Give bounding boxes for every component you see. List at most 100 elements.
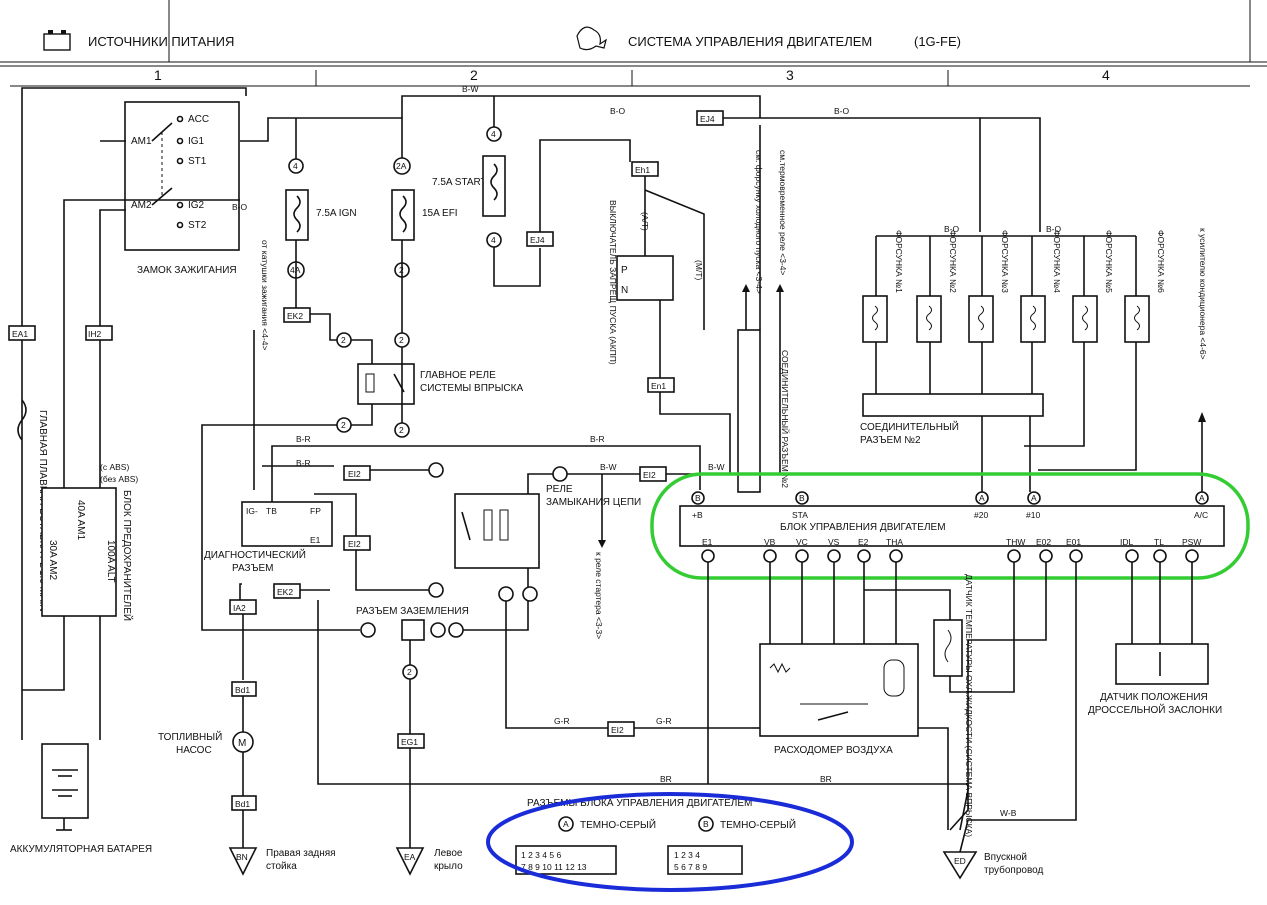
air-flow-meter-label: РАСХОДОМЕР ВОЗДУХА (774, 745, 893, 756)
ign-acc: ACC (188, 114, 209, 125)
injector-2: ФОРСУНКА №2 (948, 230, 958, 293)
svg-text:BR: BR (820, 774, 832, 784)
diag-fp: FP (310, 506, 321, 516)
diag-label-2: РАЗЪЕМ (232, 563, 274, 574)
ground-ea-label-1: Левое (434, 848, 463, 859)
svg-text:B-W: B-W (462, 84, 479, 94)
circuit-relay (454, 493, 540, 569)
svg-text:G-R: G-R (554, 716, 570, 726)
svg-text:EK2: EK2 (287, 311, 303, 321)
engine-map-icon (576, 26, 607, 51)
svg-text:EK2: EK2 (277, 587, 293, 597)
svg-text:BN: BN (236, 852, 248, 862)
throttle-label-1: ДАТЧИК ПОЛОЖЕНИЯ (1100, 692, 1208, 703)
svg-text:W-B: W-B (1000, 808, 1017, 818)
svg-text:EI2: EI2 (611, 725, 624, 735)
svg-text:E01: E01 (1066, 537, 1081, 547)
to-ac-amplifier: к усилителю кондиционера <4-6> (1198, 228, 1208, 360)
svg-text:Bd1: Bd1 (235, 799, 250, 809)
ground-ed-label-1: Впускной (984, 852, 1027, 863)
battery (41, 743, 89, 819)
svg-text:B: B (703, 819, 709, 829)
ecu-connectors-title: РАЗЪЕМЫ БЛОКА УПРАВЛЕНИЯ ДВИГАТЕЛЕМ (527, 798, 752, 809)
column-2: 2 (470, 67, 478, 83)
main-relay-label-1: ГЛАВНОЕ РЕЛЕ (420, 370, 496, 381)
ground-bn-label-1: Правая задняя (266, 848, 336, 859)
svg-text:(M/T): (M/T) (694, 260, 704, 280)
see-thermo-relay: см.термовременное реле <3-4> (778, 150, 788, 275)
svg-text:G-R: G-R (656, 716, 672, 726)
to-starter-relay: к реле стартера <3-3> (594, 552, 604, 639)
diag-tb: TB (266, 506, 277, 516)
svg-text:VC: VC (796, 537, 808, 547)
ignition-switch-label: ЗАМОК ЗАЖИГАНИЯ (137, 265, 237, 276)
svg-text:STA: STA (792, 510, 808, 520)
svg-text:2: 2 (399, 335, 404, 345)
ecu-label: БЛОК УПРАВЛЕНИЯ ДВИГАТЕЛЕМ (780, 522, 946, 533)
svg-text:B: B (695, 493, 701, 503)
svg-text:N: N (621, 285, 628, 296)
svg-text:E1: E1 (702, 537, 713, 547)
svg-text:5 6 7 8 9: 5 6 7 8 9 (674, 862, 707, 872)
svg-text:2: 2 (399, 425, 404, 435)
throttle-label-2: ДРОССЕЛЬНОЙ ЗАСЛОНКИ (1088, 703, 1222, 716)
svg-text:E02: E02 (1036, 537, 1051, 547)
abs-note-2: (без ABS) (100, 474, 138, 484)
fuse-block (41, 487, 117, 617)
ground-ea-label-2: крыло (434, 861, 463, 872)
header-right-title: СИСТЕМА УПРАВЛЕНИЯ ДВИГАТЕЛЕМ (628, 34, 872, 49)
svg-text:+B: +B (692, 510, 703, 520)
svg-text:2: 2 (407, 667, 412, 677)
neutral-switch (616, 255, 674, 301)
fuse-efi-label: 15A EFI (422, 208, 458, 219)
ignition-switch (124, 101, 240, 251)
connector-a: 1 2 3 4 5 6 7 8 9 10 11 12 13 (515, 845, 617, 875)
svg-text:THW: THW (1006, 537, 1025, 547)
svg-text:EI2: EI2 (348, 469, 361, 479)
svg-text:B-R: B-R (296, 434, 311, 444)
main-relay-label-2: СИСТЕМЫ ВПРЫСКА (420, 383, 523, 394)
diag-e1: E1 (310, 535, 321, 545)
svg-text:B-R: B-R (296, 458, 311, 468)
see-cold-injector: см. форсунку холодного пуска <3-4> (754, 150, 764, 294)
injectors (862, 295, 1150, 343)
svg-text:B-R: B-R (590, 434, 605, 444)
svg-text:4: 4 (293, 161, 298, 171)
fuel-pump-label-2: НАСОС (176, 745, 212, 756)
svg-text:EJ4: EJ4 (530, 235, 545, 245)
svg-text:2A: 2A (396, 161, 407, 171)
air-flow-meter (759, 643, 919, 737)
svg-text:4: 4 (491, 235, 496, 245)
svg-text:TL: TL (1154, 537, 1164, 547)
battery-icon (43, 30, 71, 51)
svg-text:IDL: IDL (1120, 537, 1134, 547)
svg-text:7 8 9 10 11 12 13: 7 8 9 10 11 12 13 (521, 862, 587, 872)
ground-ea (395, 847, 425, 876)
svg-text:IH2: IH2 (88, 329, 102, 339)
ign-st2: ST2 (188, 220, 207, 231)
fuse-starter-label: 7.5A STARTER (432, 177, 501, 188)
svg-text:B-O: B-O (834, 106, 850, 116)
svg-text:En1: En1 (651, 381, 666, 391)
engine-ecu (679, 505, 1225, 547)
svg-text:EA1: EA1 (12, 329, 28, 339)
svg-text:1 2 3 4: 1 2 3 4 (674, 850, 700, 860)
svg-text:IA2: IA2 (233, 603, 246, 613)
svg-text:EG1: EG1 (401, 737, 418, 747)
svg-text:BR: BR (660, 774, 672, 784)
injector-6: ФОРСУНКА №6 (1156, 230, 1166, 293)
svg-text:B-W: B-W (600, 462, 617, 472)
svg-text:ED: ED (954, 856, 966, 866)
svg-text:B-O: B-O (944, 224, 960, 234)
svg-text:Eh1: Eh1 (635, 165, 650, 175)
column-4: 4 (1102, 67, 1110, 83)
fuel-pump-label-1: ТОПЛИВНЫЙ (158, 730, 222, 743)
svg-text:#20: #20 (974, 510, 988, 520)
svg-text:P: P (621, 265, 628, 276)
battery-label: АККУМУЛЯТОРНАЯ БАТАРЕЯ (10, 844, 152, 855)
throttle-position-sensor (1115, 643, 1209, 685)
svg-text:E2: E2 (858, 537, 869, 547)
ground-ed-label-2: трубопровод (984, 864, 1044, 876)
svg-text:#10: #10 (1026, 510, 1040, 520)
fuse-block-label: БЛОК ПРЕДОХРАНИТЕЛЕЙ (121, 490, 134, 621)
